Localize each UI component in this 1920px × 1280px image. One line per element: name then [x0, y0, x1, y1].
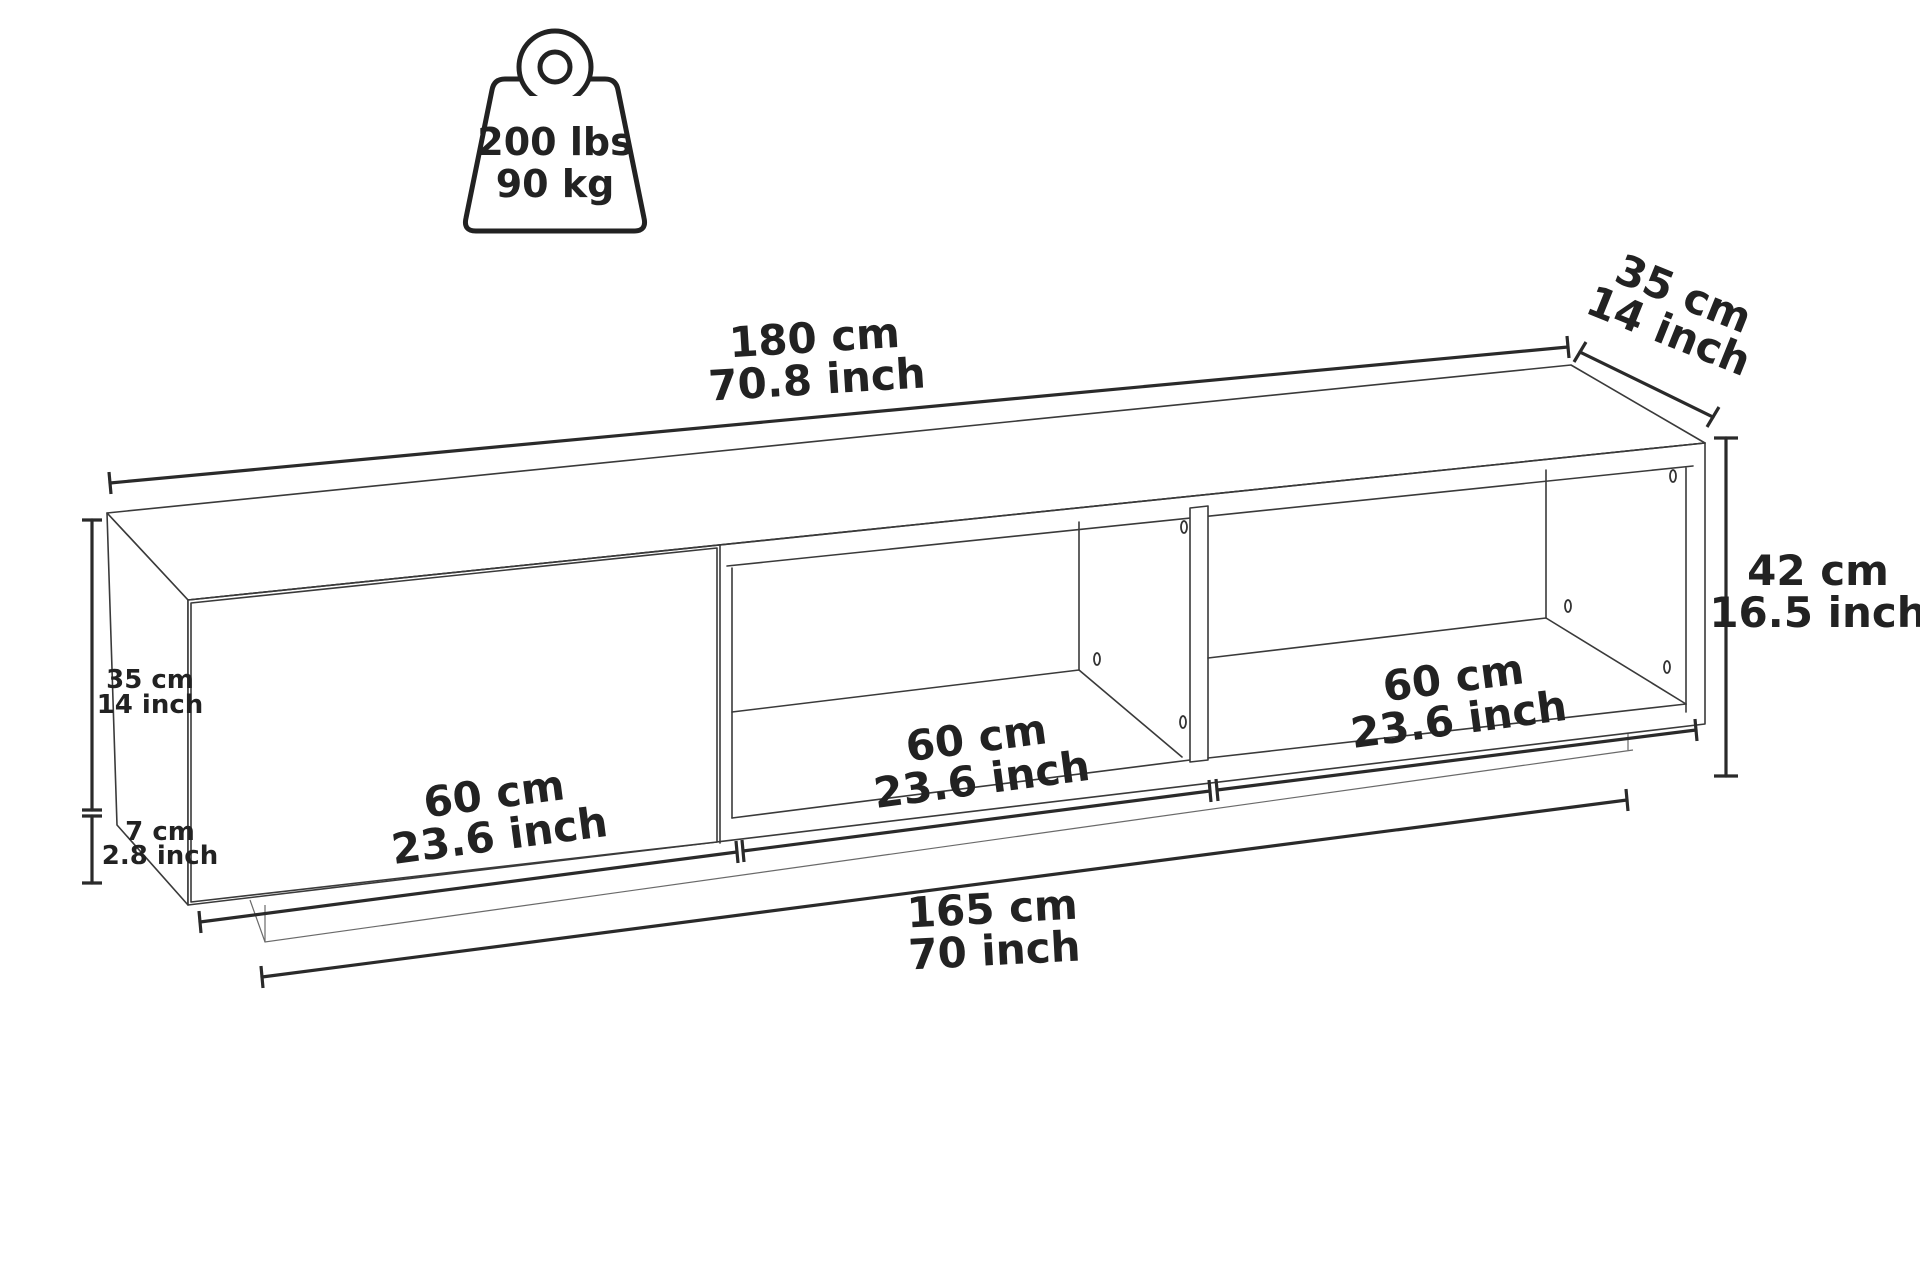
tv-stand-drawing: [106, 364, 1706, 943]
overall-width-label: 180 cm 70.8 inch: [707, 308, 927, 411]
depth-label: 35 cm 14 inch: [1580, 244, 1759, 385]
body-height-label: 35 cm 14 inch: [97, 665, 204, 720]
weight-icon: 200 lbs 90 kg: [463, 28, 647, 234]
body-height-cm-label: 35 cm: [106, 665, 194, 695]
base-height-inch-label: 2.8 inch: [102, 841, 218, 871]
height-inch-label: 16.5 inch: [1709, 588, 1920, 637]
width-cm-label: 180 cm: [728, 308, 902, 367]
dimension-lines: [82, 335, 1738, 989]
base-height-cm-label: 7 cm: [125, 817, 195, 847]
base-width-cm-label: 165 cm: [906, 880, 1079, 938]
base-width-label: 165 cm 70 inch: [906, 880, 1082, 980]
height-cm-label: 42 cm: [1747, 546, 1889, 595]
body-height-inch-label: 14 inch: [97, 690, 204, 720]
base-width-inch-label: 70 inch: [907, 922, 1082, 980]
weight-kg-label: 90 kg: [496, 162, 615, 206]
total-height-label: 42 cm 16.5 inch: [1709, 546, 1920, 637]
weight-lbs-label: 200 lbs: [477, 120, 632, 164]
base-height-label: 7 cm 2.8 inch: [102, 817, 218, 871]
